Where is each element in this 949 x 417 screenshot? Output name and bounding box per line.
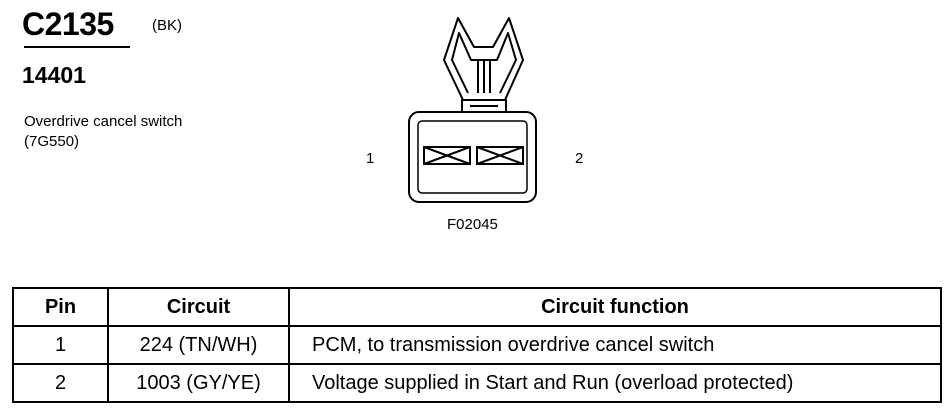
table-row: 1 224 (TN/WH) PCM, to transmission overd… bbox=[12, 325, 942, 365]
column-header-pin: Pin bbox=[12, 287, 109, 327]
table-row: 2 1003 (GY/YE) Voltage supplied in Start… bbox=[12, 363, 942, 403]
circuit-cell: 224 (TN/WH) bbox=[107, 325, 290, 365]
terminal-cavity-1 bbox=[423, 146, 471, 165]
component-description: Overdrive cancel switch (7G550) bbox=[24, 113, 183, 150]
pin-label-2: 2 bbox=[575, 150, 584, 167]
connector-id: C2135 bbox=[22, 6, 114, 42]
terminal-cavity-2 bbox=[476, 146, 524, 165]
connector-housing-outer bbox=[408, 111, 537, 203]
circuit-function-cell: PCM, to transmission overdrive cancel sw… bbox=[288, 325, 942, 365]
figure-code: F02045 bbox=[447, 216, 498, 233]
title-underline bbox=[24, 46, 130, 48]
pin-label-1: 1 bbox=[366, 150, 375, 167]
harness-number: 14401 bbox=[22, 62, 86, 88]
column-header-circuit: Circuit bbox=[107, 287, 290, 327]
circuit-function-cell: Voltage supplied in Start and Run (overl… bbox=[288, 363, 942, 403]
column-header-circuit-function: Circuit function bbox=[288, 287, 942, 327]
connector-housing-inner bbox=[417, 120, 528, 194]
table-header-row: Pin Circuit Circuit function bbox=[12, 287, 942, 327]
circuit-cell: 1003 (GY/YE) bbox=[107, 363, 290, 403]
pin-circuit-table: Pin Circuit Circuit function 1 224 (TN/W… bbox=[12, 287, 942, 403]
locking-tab-outline bbox=[443, 17, 524, 101]
color-code: (BK) bbox=[152, 17, 182, 34]
pin-cell: 1 bbox=[12, 325, 109, 365]
connector-face-diagram bbox=[408, 17, 537, 203]
pin-cell: 2 bbox=[12, 363, 109, 403]
